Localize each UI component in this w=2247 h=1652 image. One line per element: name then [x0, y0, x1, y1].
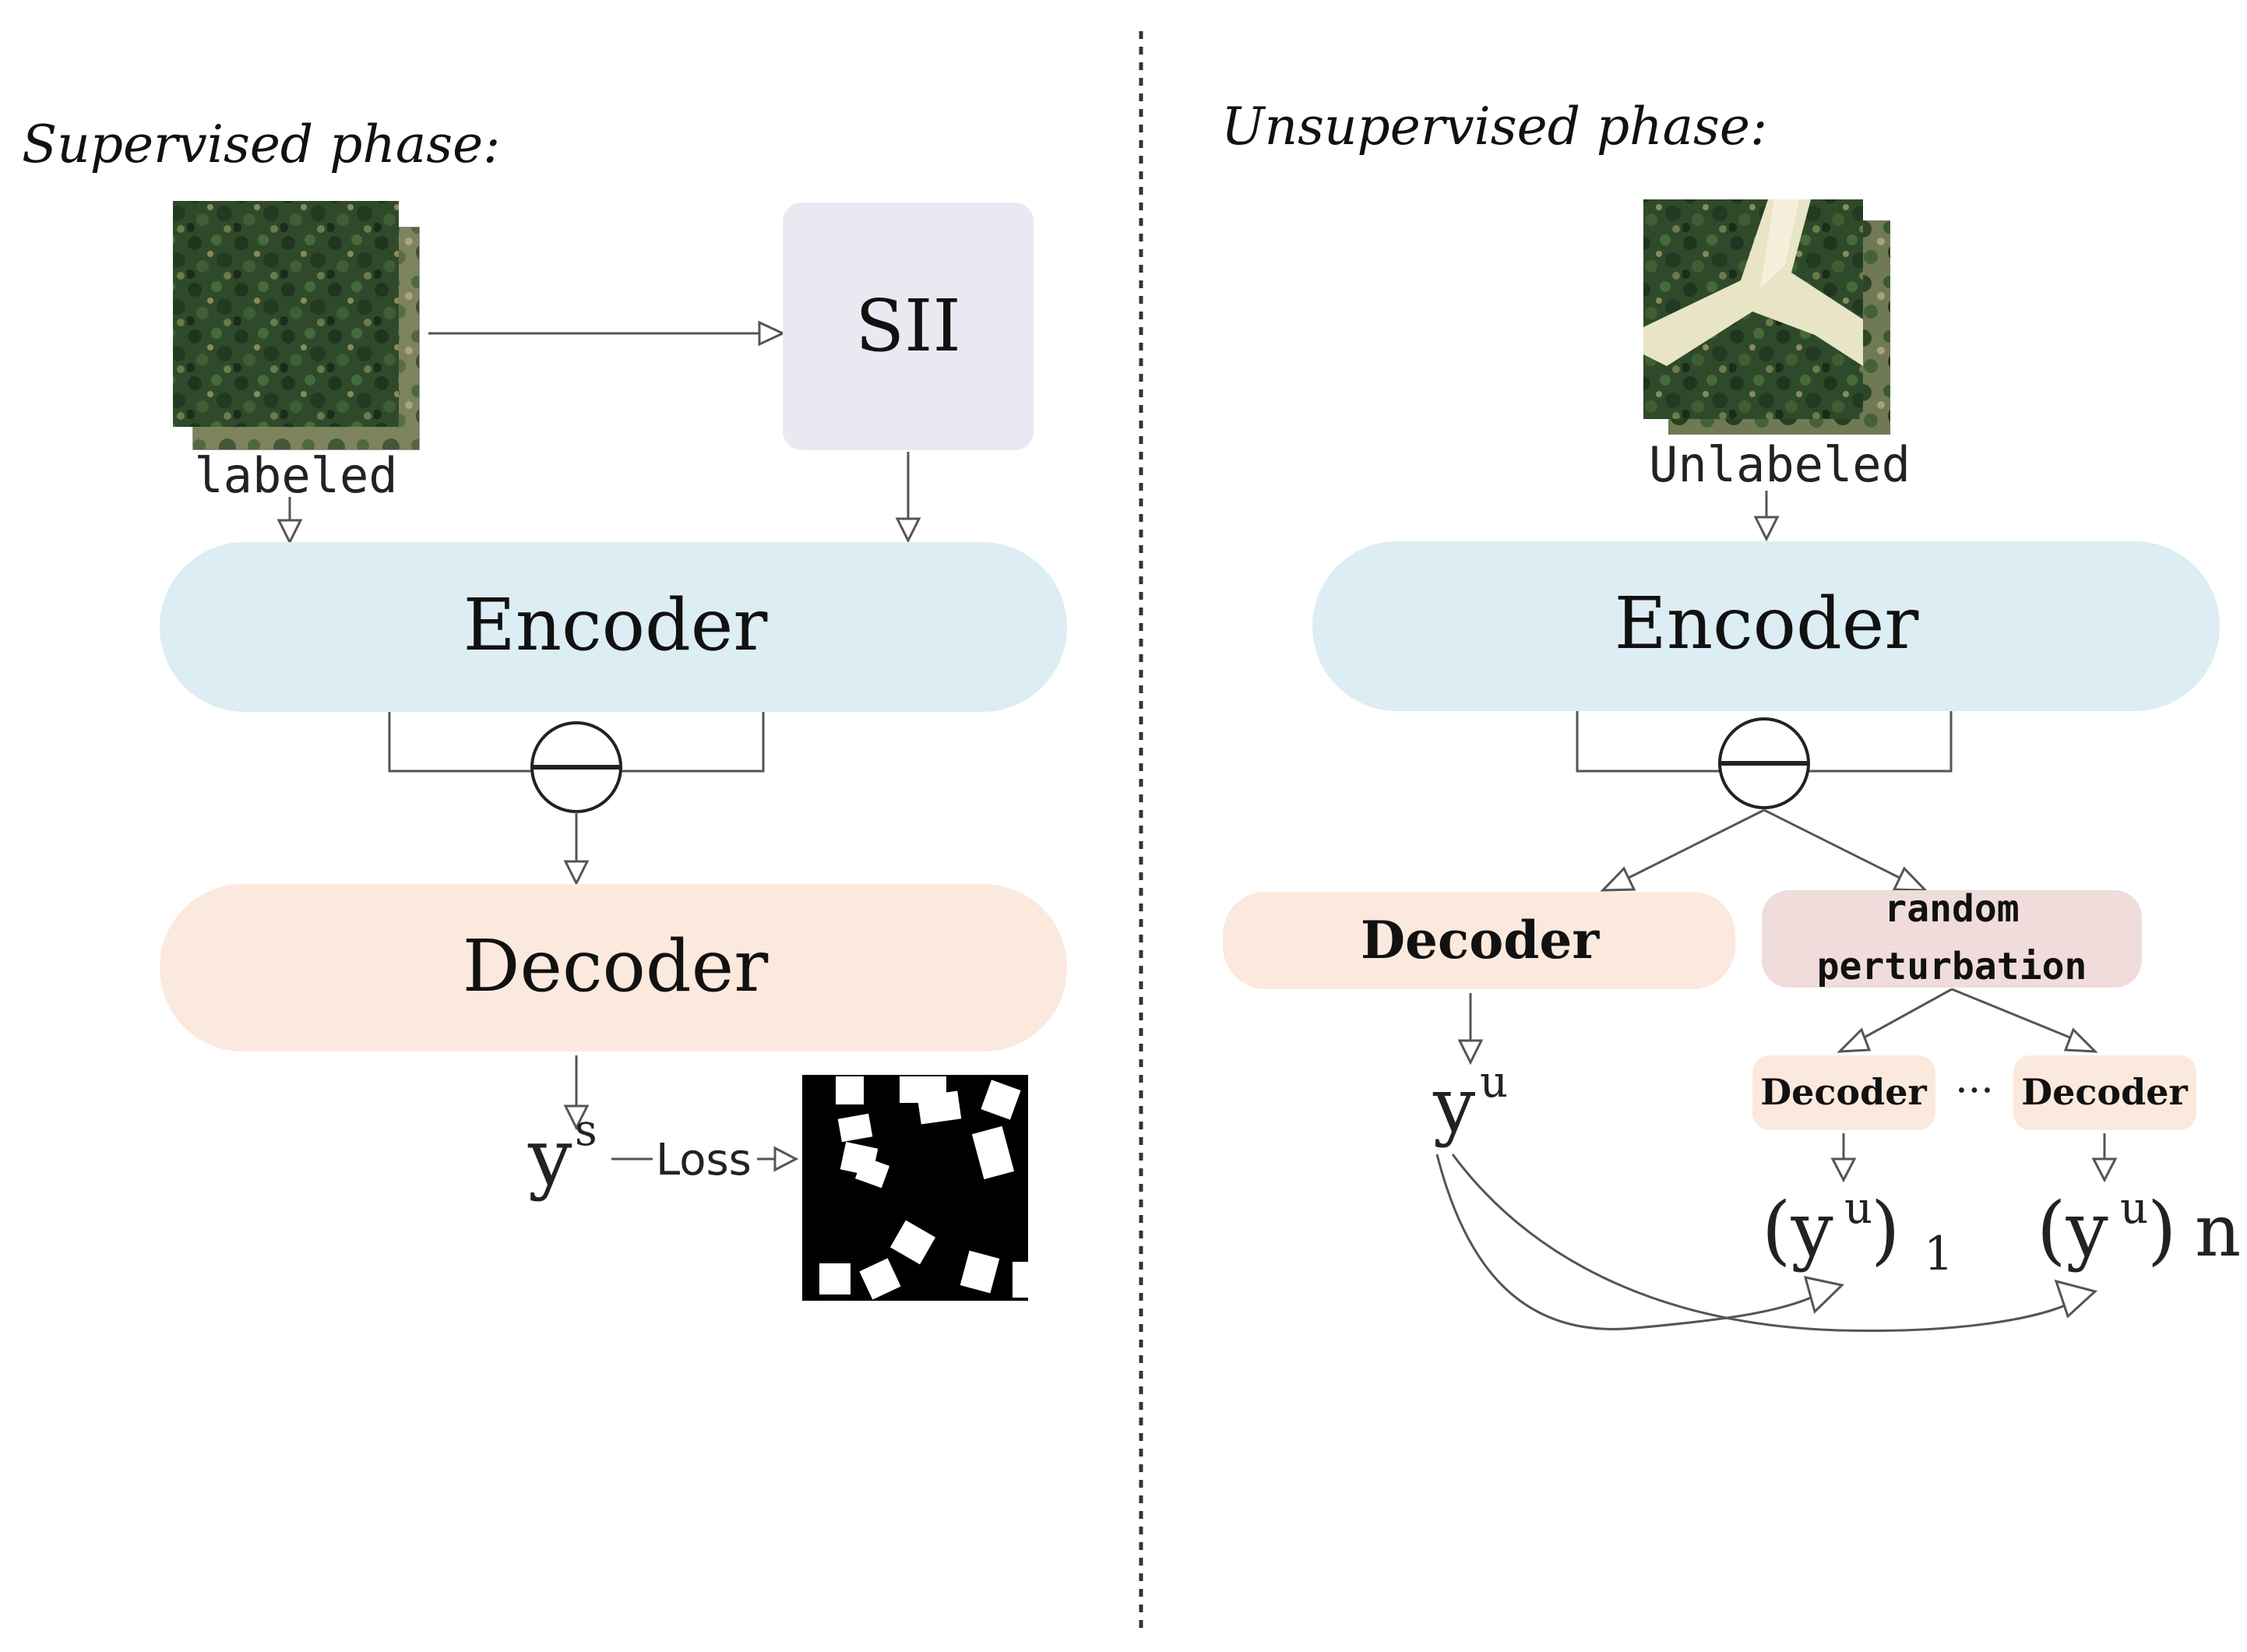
perturbation-to-aux1-arrow: [1859, 988, 1953, 1041]
arrowhead: [563, 1104, 590, 1131]
arrowhead: [1457, 1039, 1484, 1066]
unlabeled-image: [1643, 199, 1890, 435]
arrowhead: [773, 1146, 799, 1172]
aux-output-n-sub: n: [2195, 1189, 2241, 1273]
aux-output-1-open: (y: [1762, 1186, 1833, 1273]
aux-output-n-sup: u: [2120, 1183, 2148, 1234]
sii-label: SII: [855, 284, 961, 368]
arrowhead: [563, 860, 590, 886]
arrowhead: [2091, 1157, 2118, 1183]
aux-output-n-close: ): [2147, 1186, 2176, 1273]
aux-output-1-close: ): [1871, 1186, 1900, 1273]
labeled-input-label: labeled: [194, 447, 397, 504]
output-y: y: [527, 1111, 572, 1203]
aux-output-1-sup: u: [1844, 1183, 1872, 1234]
arrowhead: [1830, 1157, 1857, 1183]
unsupervised-output-y: y: [1432, 1062, 1475, 1149]
aux-decoder-1-label: Decoder: [1760, 1071, 1927, 1113]
arrowhead: [2054, 1279, 2098, 1319]
perturbation-label-line1: random: [1884, 887, 2019, 931]
unsupervised-output-sup: u: [1480, 1057, 1508, 1108]
aux-output-1: (y u ) 1: [1762, 1183, 1953, 1281]
arrowhead: [2063, 1027, 2098, 1053]
encoder-box-supervised: [160, 542, 1067, 712]
supervised-phase-title: Supervised phase:: [22, 114, 500, 174]
arrowhead: [1837, 1027, 1872, 1053]
decoder-box-unsupervised: [1223, 892, 1735, 989]
unlabeled-input-label: Unlabeled: [1649, 436, 1911, 493]
perturbation-to-auxn-arrow: [1951, 988, 2076, 1041]
encoder-label-supervised: Encoder: [463, 583, 768, 667]
subtraction-op-icon: [1718, 717, 1810, 809]
supervised-output-sup: s: [575, 1105, 597, 1156]
unsupervised-phase-title: Unsupervised phase:: [1221, 97, 1767, 157]
aux-decoder-n-label: Decoder: [2021, 1071, 2188, 1113]
arrowhead: [1803, 1276, 1845, 1314]
consistency-curve-1: [1435, 1154, 1822, 1330]
encoder-label-unsupervised: Encoder: [1615, 582, 1919, 665]
loss-label: Loss: [656, 1135, 752, 1185]
aux-output-n: (y u ) n: [2037, 1183, 2241, 1273]
aux-output-n-open: (y: [2037, 1186, 2108, 1273]
diff-to-perturbation-arrow: [1763, 808, 1905, 882]
aux-decoder-n-box: [2013, 1055, 2196, 1130]
decoder-label-unsupervised: Decoder: [1361, 910, 1601, 970]
arrowhead: [758, 320, 786, 347]
arrowhead: [1753, 516, 1780, 542]
perturbation-box: [1762, 890, 2142, 988]
arrowhead: [1892, 866, 1928, 892]
encoder-box-unsupervised: [1312, 541, 2220, 711]
consistency-curve-n: [1451, 1154, 2073, 1332]
diff-to-decoder-arrow-unsup: [1623, 808, 1765, 882]
ground-truth-mask: [802, 1075, 1028, 1301]
supervised-output: y: [527, 1111, 572, 1203]
decoder-label-supervised: Decoder: [463, 925, 768, 1008]
subtraction-op-icon: [530, 721, 622, 813]
aux-decoder-ellipsis: ···: [1955, 1068, 1994, 1115]
perturbation-label-line2: perturbation: [1817, 945, 2087, 988]
sii-box: [783, 203, 1034, 450]
labeled-image: [173, 201, 420, 450]
arrowhead: [276, 519, 303, 545]
decoder-box-supervised: [160, 884, 1067, 1051]
arrowhead: [1600, 866, 1636, 892]
aux-output-1-sub: 1: [1924, 1227, 1953, 1281]
arrowhead: [895, 517, 921, 544]
aux-decoder-1-box: [1752, 1055, 1935, 1130]
